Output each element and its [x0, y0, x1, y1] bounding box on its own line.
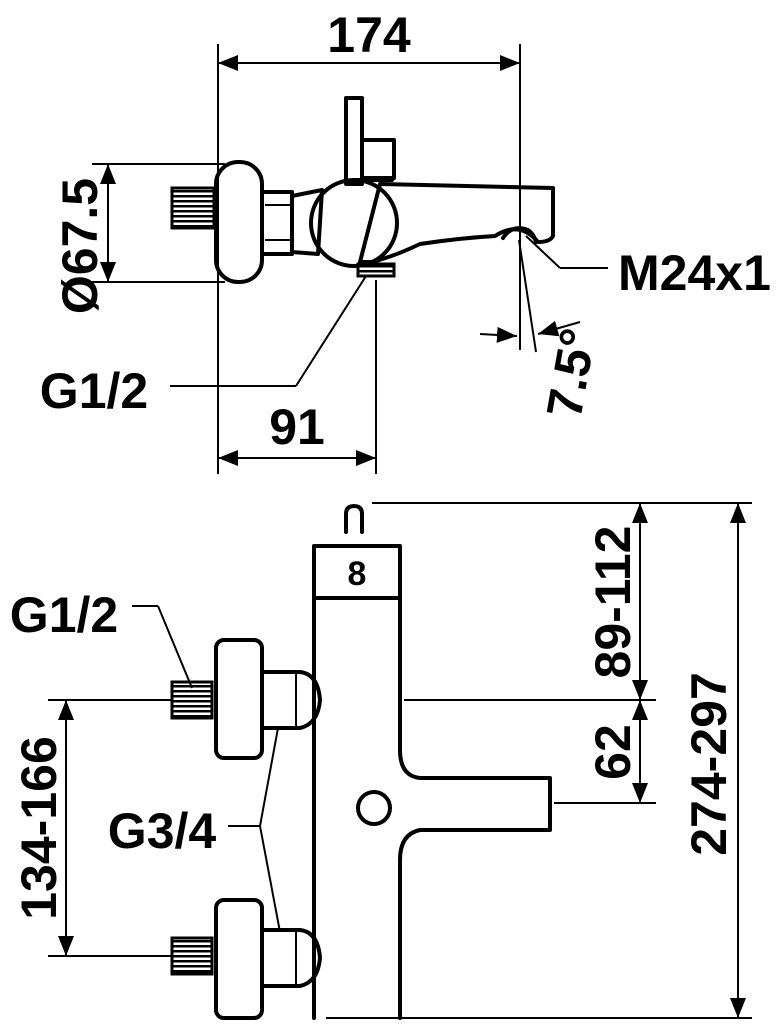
- union-nut: [260, 190, 294, 256]
- mixer-body: [309, 178, 399, 268]
- lower-inlet-thread: [170, 936, 214, 976]
- total-height-label: 274-297: [681, 672, 737, 856]
- inlet-label: G1/2: [40, 363, 148, 419]
- angle-dimension: 7.5°: [479, 239, 607, 422]
- inlet-callout: G1/2: [40, 275, 367, 419]
- spacing-label: 134-166: [11, 736, 67, 920]
- diverter-lever: [344, 96, 364, 186]
- spout-height-dimension: 62: [585, 700, 648, 803]
- top-view: 174 Ø67.5: [40, 7, 771, 474]
- knob-top: [344, 504, 364, 534]
- width-dimension: 174: [217, 7, 521, 350]
- upper-rosette: [214, 638, 264, 760]
- total-height-dimension: 274-297: [681, 503, 746, 1018]
- inlet-thread: [170, 186, 216, 230]
- spout-height-label: 62: [585, 724, 641, 780]
- depth-label: 91: [269, 399, 325, 455]
- thread-label: M24x1: [618, 245, 771, 301]
- lower-nut: [260, 928, 322, 988]
- connection-callout: G3/4: [108, 727, 281, 933]
- diverter-knob: [360, 138, 396, 180]
- angle-label: 7.5°: [536, 324, 607, 422]
- upper-height-dimension: 89-112: [585, 503, 648, 700]
- diameter-dimension: Ø67.5: [52, 163, 225, 314]
- spout: [358, 182, 555, 264]
- upper-nut: [260, 670, 322, 730]
- dial-symbol: 8: [348, 555, 367, 593]
- connection-label: G3/4: [108, 803, 217, 859]
- diameter-label: Ø67.5: [52, 178, 108, 314]
- thread-callout: M24x1: [525, 235, 771, 301]
- mixer-column: [312, 596, 552, 1020]
- upper-inlet-thread: [170, 680, 214, 720]
- front-inlet-label: G1/2: [10, 587, 118, 643]
- front-inlet-callout: G1/2: [10, 587, 193, 689]
- width-label: 174: [327, 7, 411, 63]
- spacing-dimension: 134-166: [11, 699, 172, 957]
- wall-rosette: [214, 160, 264, 284]
- outlet-nozzle: [501, 226, 538, 244]
- lower-rosette: [214, 898, 264, 1020]
- diverter-button: [356, 790, 392, 826]
- lower-outlet: [356, 262, 396, 278]
- front-view: 8 G1/2 G3/4: [10, 502, 752, 1020]
- body-neck: [290, 188, 324, 256]
- depth-dimension: 91: [217, 280, 377, 474]
- upper-height-label: 89-112: [585, 526, 641, 679]
